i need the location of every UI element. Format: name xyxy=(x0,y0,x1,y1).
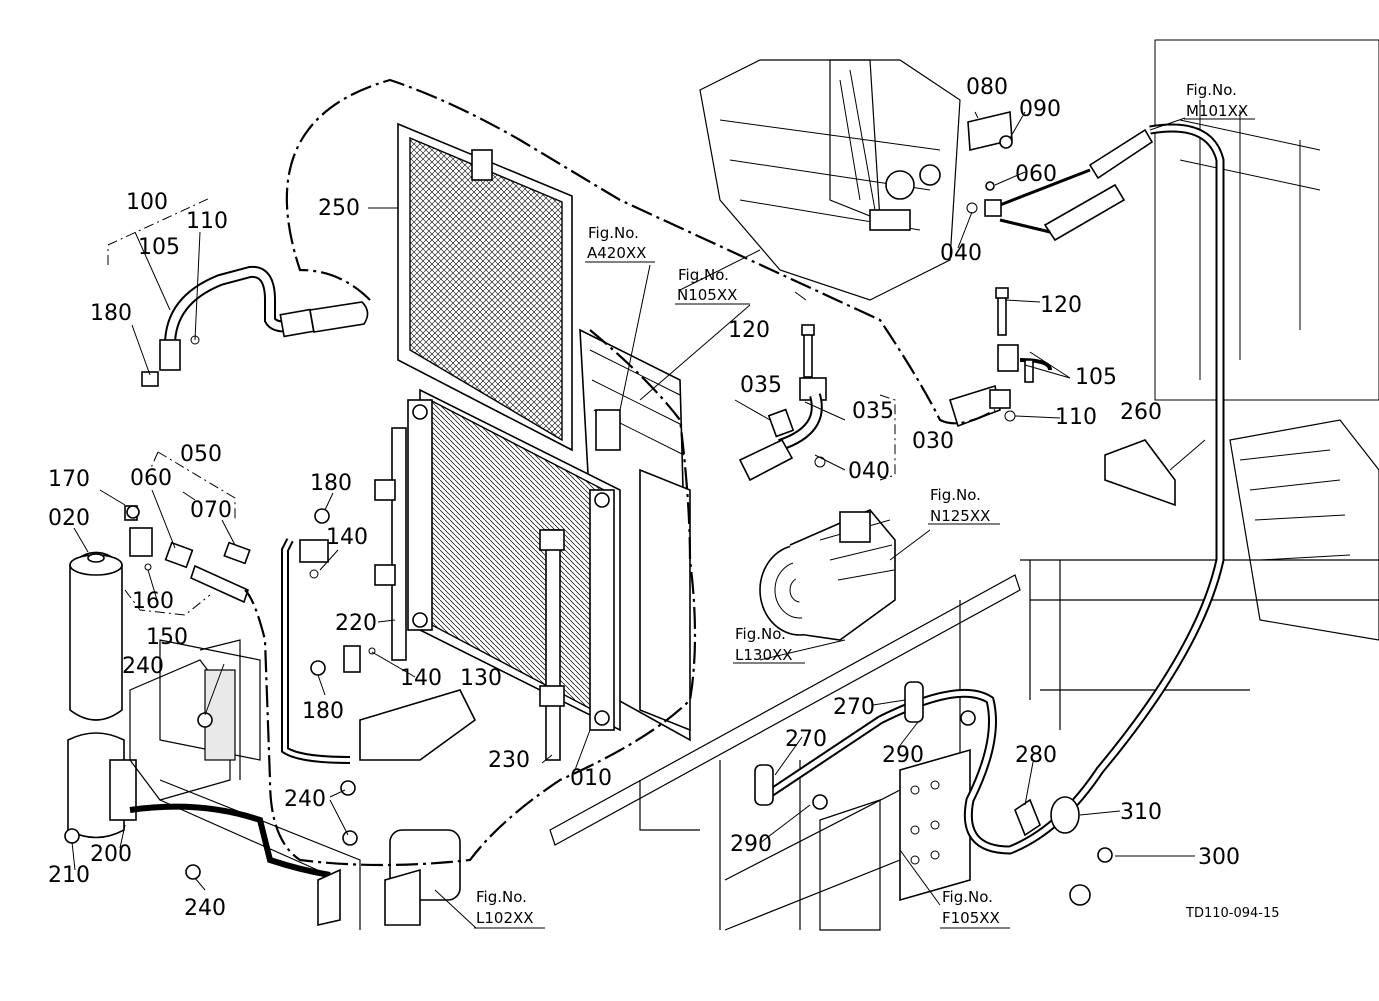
clamp-310 xyxy=(1050,796,1080,834)
fig-ref-m101: Fig.No. M101XX xyxy=(1184,81,1255,120)
part-number: 050 xyxy=(180,442,222,467)
part-number: 240 xyxy=(284,787,326,812)
svg-text:Fig.No.: Fig.No. xyxy=(1186,81,1237,99)
clamp-270 xyxy=(754,681,924,806)
part-number: 035 xyxy=(852,399,894,424)
radiator xyxy=(579,328,691,742)
part-number: 110 xyxy=(1055,405,1097,430)
part-labels: 250 100 105 110 180 170 020 060 050 070 … xyxy=(48,75,1240,921)
fig-ref-l102: Fig.No. L102XX xyxy=(474,888,545,929)
part-number: 060 xyxy=(1015,162,1057,187)
svg-text:A420XX: A420XX xyxy=(587,244,646,262)
part-number: 120 xyxy=(1040,293,1082,318)
svg-text:Fig.No.: Fig.No. xyxy=(678,266,729,284)
svg-text:F105XX: F105XX xyxy=(942,909,1000,927)
part-number: 100 xyxy=(126,190,168,215)
svg-text:Fig.No.: Fig.No. xyxy=(942,888,993,906)
part-number: 180 xyxy=(310,471,352,496)
svg-text:M101XX: M101XX xyxy=(1186,102,1248,120)
condenser-screen xyxy=(397,122,573,452)
part-number: 120 xyxy=(728,318,770,343)
part-number: 220 xyxy=(335,611,377,636)
svg-text:Fig.No.: Fig.No. xyxy=(588,224,639,242)
hose-100 xyxy=(141,265,369,387)
bracket-280 xyxy=(1014,798,1041,837)
part-number: 270 xyxy=(785,727,827,752)
part-number: 230 xyxy=(488,748,530,773)
part-number: 250 xyxy=(318,196,360,221)
block-260 xyxy=(1104,439,1176,507)
engine-block xyxy=(699,59,961,301)
part-number: 260 xyxy=(1120,400,1162,425)
part-number: 270 xyxy=(833,695,875,720)
bracket-230 xyxy=(539,529,565,761)
part-number: 040 xyxy=(848,459,890,484)
svg-text:N125XX: N125XX xyxy=(930,507,990,525)
pipe-bracket-140 xyxy=(299,539,361,673)
part-number: 080 xyxy=(966,75,1008,100)
condenser xyxy=(407,388,621,732)
part-number: 300 xyxy=(1198,845,1240,870)
fig-ref-n125: Fig.No. N125XX xyxy=(928,486,1000,525)
part-number: 035 xyxy=(740,373,782,398)
part-number: 070 xyxy=(190,498,232,523)
svg-text:Fig.No.: Fig.No. xyxy=(476,888,527,906)
part-number: 240 xyxy=(122,654,164,679)
part-number: 010 xyxy=(570,766,612,791)
svg-text:L130XX: L130XX xyxy=(735,646,793,664)
part-number: 105 xyxy=(138,235,180,260)
part-number: 020 xyxy=(48,506,90,531)
receiver-drier xyxy=(69,551,123,721)
part-number: 290 xyxy=(730,832,772,857)
drawing-code: TD110-094-15 xyxy=(1185,906,1280,921)
part-number: 030 xyxy=(912,429,954,454)
fig-refs: Fig.No. A420XX Fig.No. N105XX Fig.No. M1… xyxy=(474,81,1255,929)
part-number: 180 xyxy=(90,301,132,326)
part-number: 160 xyxy=(132,589,174,614)
fig-ref-n105: Fig.No. N105XX xyxy=(675,266,750,305)
compressor xyxy=(759,509,896,641)
part-number: 310 xyxy=(1120,800,1162,825)
pipe-290-260 xyxy=(129,123,1225,878)
part-number: 140 xyxy=(400,666,442,691)
part-number: 140 xyxy=(326,525,368,550)
part-number: 280 xyxy=(1015,743,1057,768)
part-number: 200 xyxy=(90,842,132,867)
part-number: 105 xyxy=(1075,365,1117,390)
assembly-boundary xyxy=(285,78,996,425)
pressure-switch-assembly xyxy=(124,505,251,604)
part-number: 180 xyxy=(302,699,344,724)
svg-text:Fig.No.: Fig.No. xyxy=(930,486,981,504)
part-number: 130 xyxy=(460,666,502,691)
assembly-boundary-2 xyxy=(244,329,697,867)
part-number: 170 xyxy=(48,467,90,492)
leader-lines xyxy=(71,111,1206,929)
part-number: 210 xyxy=(48,863,90,888)
part-number: 240 xyxy=(184,896,226,921)
fig-ref-f105: Fig.No. F105XX xyxy=(940,888,1010,929)
part-number: 090 xyxy=(1019,97,1061,122)
tractor-frame xyxy=(159,39,1379,931)
drier-holder xyxy=(67,659,236,839)
bracket-l102 xyxy=(317,829,461,927)
part-number: 040 xyxy=(940,241,982,266)
part-number: 110 xyxy=(186,209,228,234)
hose-to-engine xyxy=(984,128,1154,242)
part-number: 290 xyxy=(882,743,924,768)
part-number: 060 xyxy=(130,466,172,491)
bracket-220 xyxy=(374,427,407,661)
bolts xyxy=(64,135,1113,906)
svg-text:Fig.No.: Fig.No. xyxy=(735,625,786,643)
fig-ref-l130: Fig.No. L130XX xyxy=(733,625,805,664)
fig-ref-a420: Fig.No. A420XX xyxy=(585,224,655,263)
bracket-130 xyxy=(359,689,477,761)
svg-text:N105XX: N105XX xyxy=(677,286,737,304)
svg-text:L102XX: L102XX xyxy=(476,909,534,927)
part-number: 150 xyxy=(146,625,188,650)
